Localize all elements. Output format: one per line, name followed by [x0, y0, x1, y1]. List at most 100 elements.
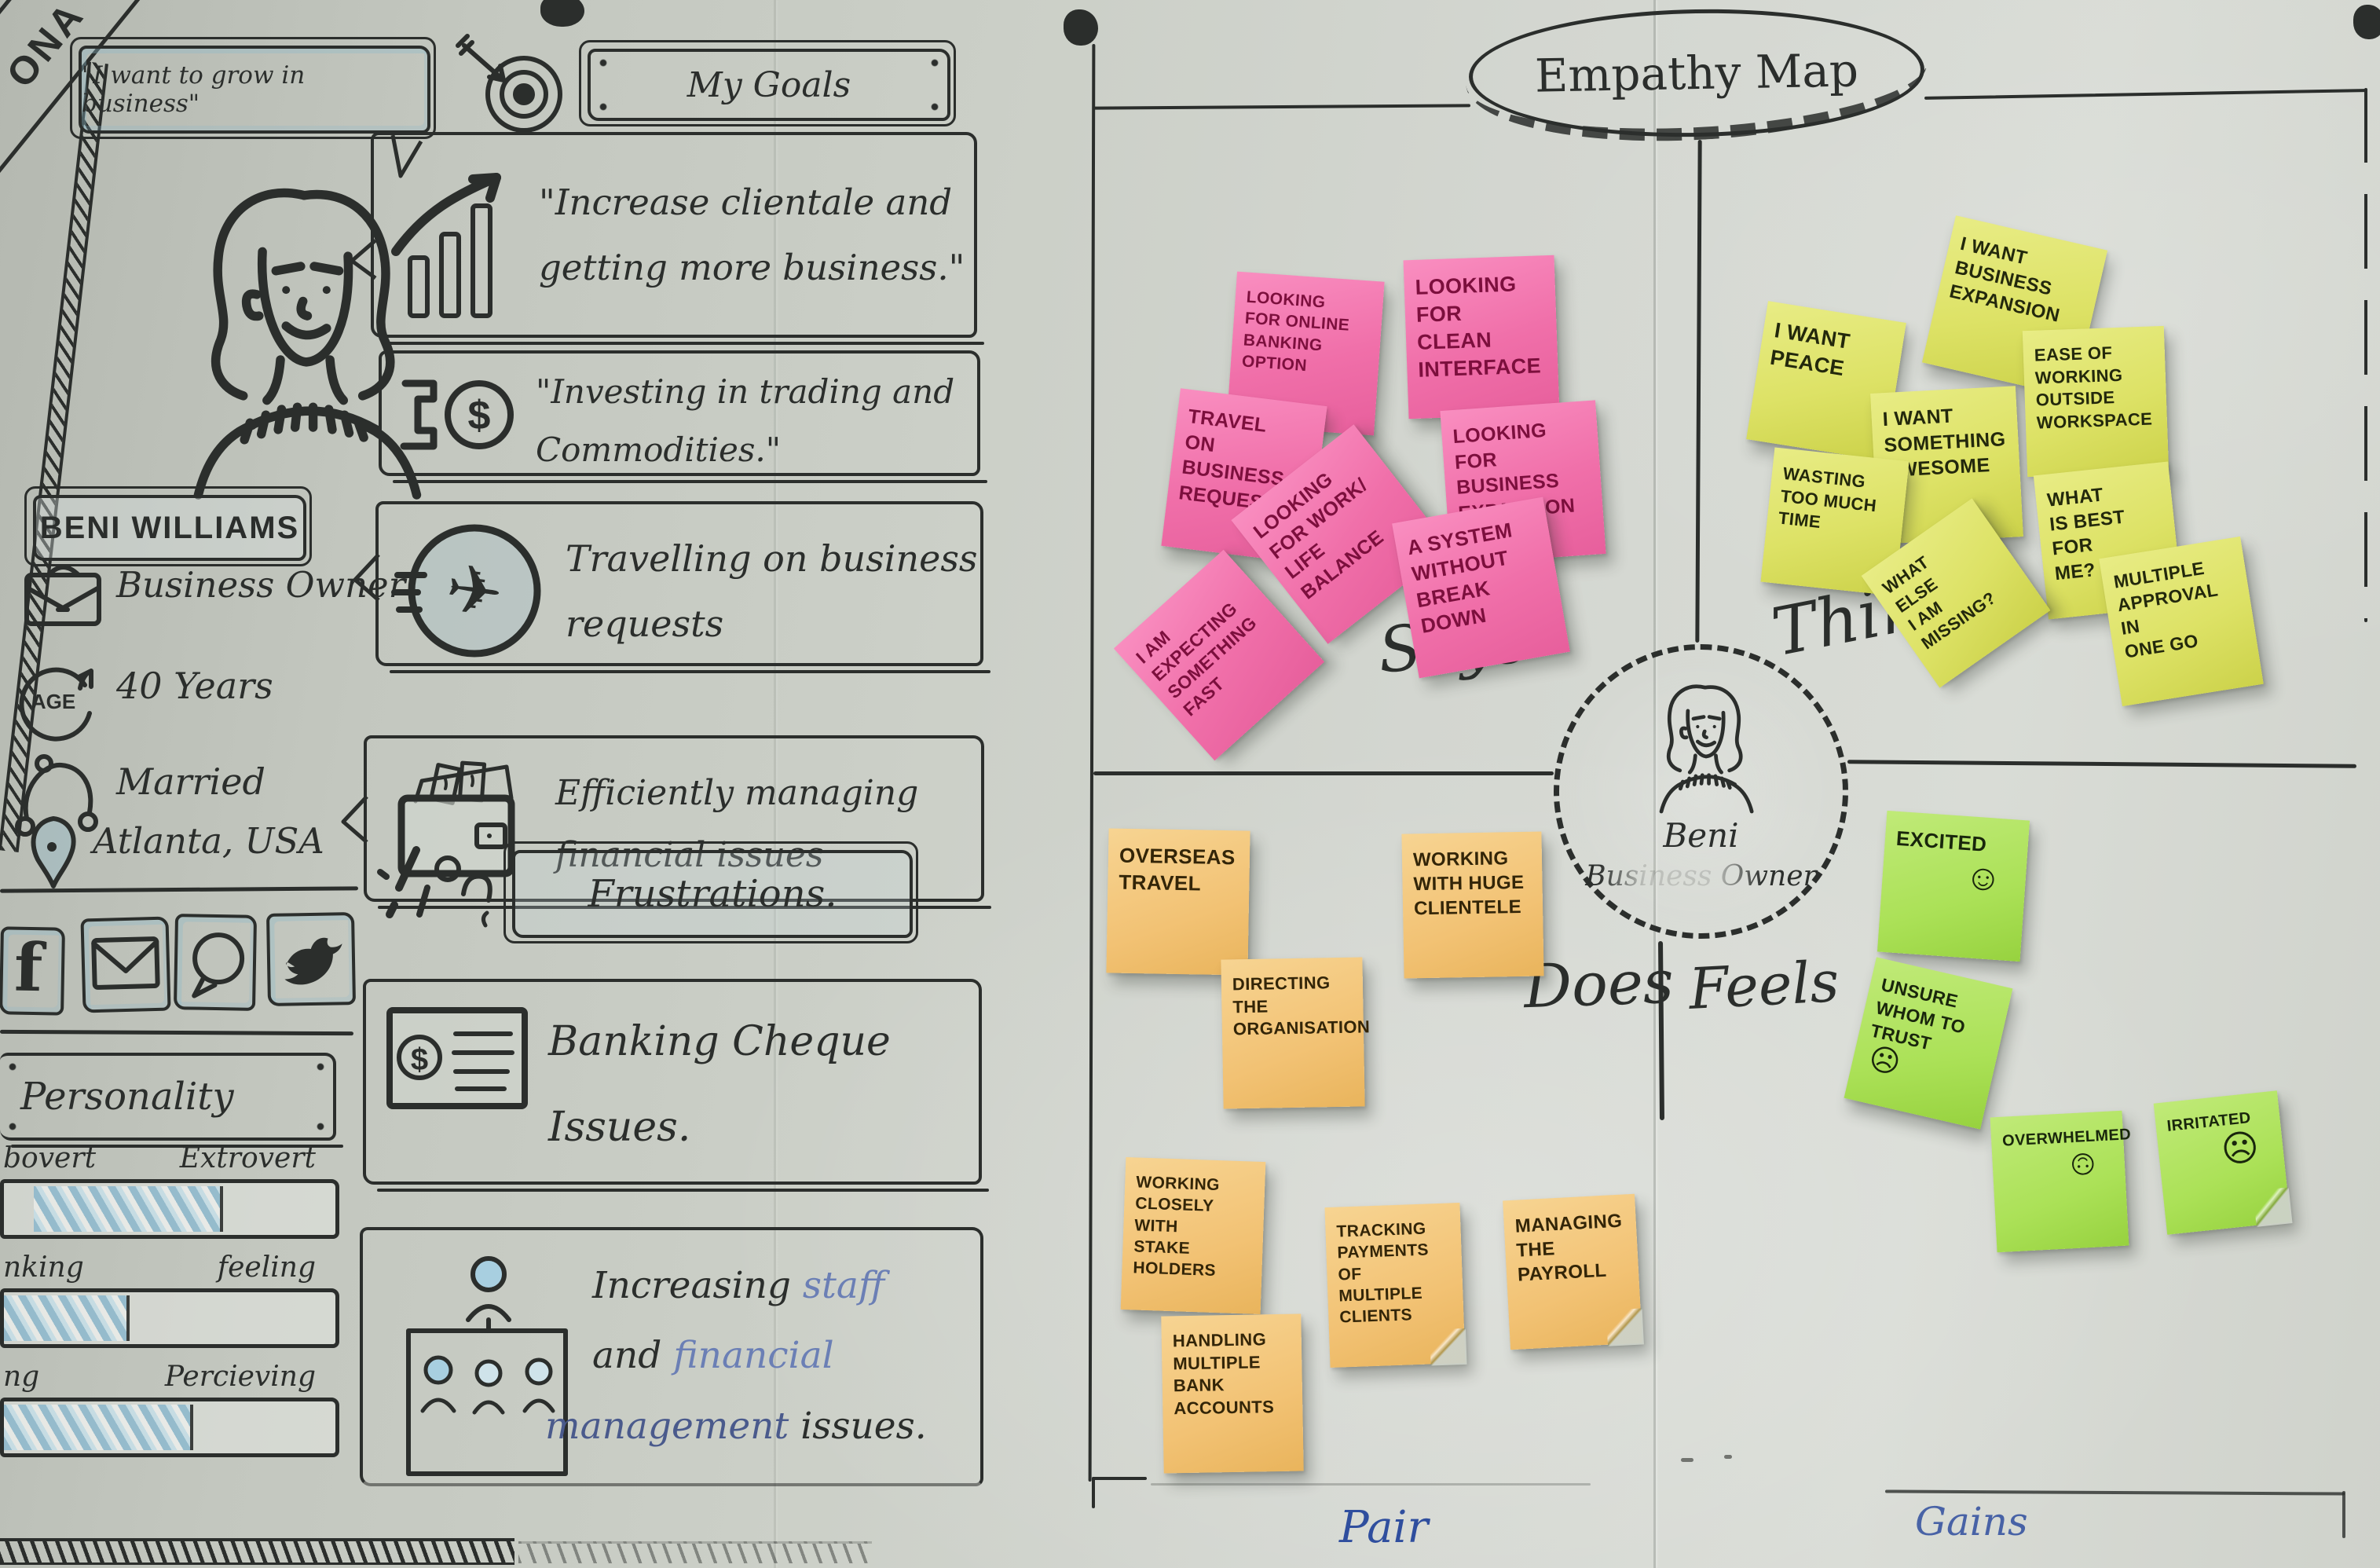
persona-quote-bubble: "I want to grow in business" — [70, 37, 436, 178]
svg-text:✈: ✈ — [441, 550, 507, 632]
email-icon — [80, 916, 171, 1013]
sticky-note[interactable]: MANAGING THE PAYROLL — [1503, 1193, 1642, 1350]
target-icon — [460, 36, 569, 142]
divider-horizontal-left — [1093, 771, 1554, 775]
staff-line3-ink: issues. — [800, 1404, 927, 1448]
staff-line1-ink: Increasing — [592, 1264, 803, 1307]
goals-title-box: My Goals — [579, 40, 956, 126]
persona-name: BENI WILLIAMS — [39, 510, 300, 545]
sticky-note-text: WASTING TOO MUCH TIME — [1777, 463, 1878, 533]
frustrations-title-box: Frustrations. — [503, 841, 918, 943]
sticky-note-text: OVERSEAS TRAVEL — [1119, 843, 1236, 896]
sticky-note[interactable]: OVERWHELMED☺ — [1990, 1110, 2132, 1253]
trait-bar — [0, 1288, 339, 1348]
sticky-note[interactable]: A SYSTEM WITHOUT BREAK DOWN — [1392, 496, 1570, 679]
svg-text:$: $ — [411, 1042, 428, 1077]
gains-label: Gains — [1915, 1499, 2028, 1544]
plane-icon: ✈ — [390, 514, 547, 671]
persona-name-box: BENI WILLIAMS — [24, 486, 312, 566]
bar-chart-icon — [393, 165, 526, 322]
title-ellipse-hatch — [1462, 0, 1931, 152]
sticky-note-text: DIRECTING THE ORGANISATION — [1232, 973, 1371, 1039]
chat-icon — [173, 914, 258, 1011]
bottom-dash — [1681, 1458, 1693, 1462]
cheque-icon: $ — [386, 1007, 528, 1109]
staff-line2-ink: and — [592, 1334, 674, 1378]
board-seam — [774, 0, 776, 1568]
sticky-note-text: EASE OF WORKING OUTSIDE WORKSPACE — [2034, 343, 2153, 433]
trait-fill — [4, 1405, 193, 1450]
sticky-note-text: MULTIPLE APPROVAL IN ONE GO — [2112, 557, 2220, 662]
sticky-note[interactable]: MULTIPLE APPROVAL IN ONE GO — [2099, 536, 2264, 707]
frustration-banking-box: $ Banking Cheque Issues. — [363, 979, 989, 1192]
sticky-note[interactable]: TRACKING PAYMENTS OF MULTIPLE CLIENTS — [1324, 1203, 1466, 1368]
sticky-note[interactable]: EASE OF WORKING OUTSIDE WORKSPACE — [2022, 325, 2169, 478]
sticky-note-text: LOOKING FOR CLEAN INTERFACE — [1415, 272, 1542, 383]
personality-box: Personality — [0, 1053, 343, 1148]
sticky-note[interactable]: LOOKING FOR CLEAN INTERFACE — [1403, 255, 1560, 419]
sticky-note[interactable]: WORKING CLOSELY WITH STAKE HOLDERS — [1120, 1156, 1266, 1315]
goal-growth-text: "Increase clientale and getting more bus… — [539, 181, 965, 289]
trait-bar — [0, 1398, 339, 1457]
frame-hook-right — [2353, 5, 2380, 39]
twitter-bird-icon — [265, 912, 357, 1006]
sticky-note[interactable]: OVERSEAS TRAVEL — [1106, 828, 1250, 976]
title-ellipse: Empathy Map — [1462, 0, 1931, 152]
persona-location: Atlanta, USA — [93, 820, 324, 862]
sticky-note[interactable]: IRRITATED☹ — [2153, 1090, 2291, 1235]
sticky-note-text: A SYSTEM WITHOUT BREAK DOWN — [1405, 518, 1514, 639]
quadrant-label-feels: Feels — [1686, 948, 1841, 1022]
sticky-note[interactable]: HANDLING MULTIPLE BANK ACCOUNTS — [1161, 1313, 1304, 1474]
frustrations-title: Frustrations. — [588, 872, 837, 916]
trait-labels: bovert Extrovert — [0, 1142, 339, 1179]
personality-title: Personality — [20, 1075, 234, 1119]
center-name: Beni — [1663, 816, 1739, 855]
trait-right-label: Extrovert — [179, 1142, 316, 1174]
divider-horizontal-right — [1847, 760, 2357, 768]
persona-portrait — [126, 157, 487, 495]
persona-age: 40 Years — [116, 665, 273, 707]
org-chart-icon — [394, 1244, 591, 1480]
age-icon: AGE — [17, 661, 100, 744]
bottom-hatch-border — [0, 1538, 514, 1565]
frame-left-line — [1088, 43, 1096, 1482]
magnet-blob — [540, 0, 584, 27]
marker-pen-icon — [375, 839, 493, 953]
pair-label: Pair — [1339, 1502, 1429, 1553]
divider — [0, 1029, 354, 1036]
sticky-note-text: WORKING WITH HUGE CLIENTELE — [1412, 848, 1525, 920]
bottom-hatch-faint — [518, 1541, 872, 1563]
trait-left-label: bovert — [3, 1142, 97, 1174]
center-persona-circle: Beni Business Owner — [1554, 644, 1848, 939]
finance-speech-box: Efficiently managing financial issues — [341, 735, 991, 909]
frame-right-line — [2364, 88, 2367, 622]
sticky-note-text: HANDLING MULTIPLE BANK ACCOUNTS — [1172, 1329, 1275, 1419]
trait-left-label: nking — [3, 1251, 84, 1284]
goal-growth-box: "Increase clientale and getting more bus… — [350, 132, 984, 345]
bottom-dash — [1724, 1455, 1732, 1459]
goals-title: My Goals — [687, 64, 851, 105]
sticky-note[interactable]: WORKING WITH HUGE CLIENTELE — [1401, 831, 1544, 979]
frame-top-line-left — [1093, 104, 1471, 110]
sticky-note-text: MANAGING THE PAYROLL — [1514, 1210, 1623, 1287]
sticky-note-text: TRACKING PAYMENTS OF MULTIPLE CLIENTS — [1336, 1219, 1430, 1327]
trait-left-label: ng — [3, 1361, 40, 1393]
frustration-banking-text: Banking Cheque Issues. — [548, 1018, 891, 1152]
trait-fill — [4, 1295, 130, 1341]
sticky-note-text: LOOKING FOR ONLINE BANKING OPTION — [1241, 288, 1350, 376]
money-icon: $ — [397, 365, 523, 467]
sticky-note[interactable]: DIRECTING THE ORGANISATION — [1221, 957, 1371, 1109]
divider-vertical-top — [1695, 139, 1702, 643]
staff-line3-blue: management — [545, 1404, 801, 1448]
empathy-map: Empathy Map Beni Business Owner Says Thi… — [990, 0, 2380, 1568]
persona-occupation: Business Owner — [116, 564, 406, 606]
goal-invest-text: "Investing in trading and Commodities." — [536, 372, 955, 469]
persona-panel: ONA "I want to grow in business" My Goal… — [0, 0, 991, 1568]
bottom-corner-right — [2342, 1491, 2345, 1538]
sticky-note-text: I WANT BUSINESS EXPANSION — [1947, 233, 2062, 328]
sticky-note[interactable]: EXCITED☺ — [1877, 810, 2030, 962]
svg-text:$: $ — [468, 393, 491, 438]
